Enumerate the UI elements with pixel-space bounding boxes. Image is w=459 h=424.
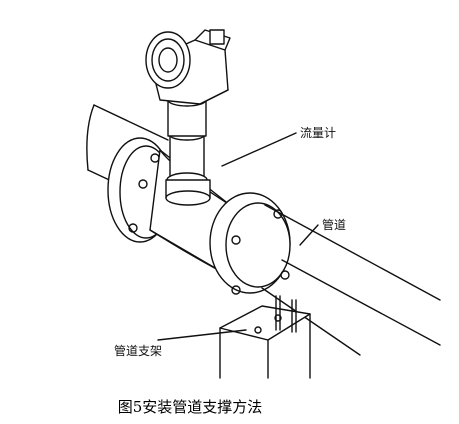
support-leader xyxy=(157,329,247,341)
figure-caption: 图5安装管道支撑方法 xyxy=(117,398,263,416)
pipe-support xyxy=(219,295,311,379)
right-flange xyxy=(209,192,291,295)
flowmeter-label: 流量计 xyxy=(300,126,337,140)
pipe-leader xyxy=(299,224,319,246)
transmitter-head xyxy=(145,29,231,105)
meter-neck xyxy=(165,93,211,206)
pipe-support-label: 管道支架 xyxy=(114,344,163,358)
downstream-pipe xyxy=(261,204,441,356)
pipe-label: 管道 xyxy=(322,218,347,232)
flowmeter-leader xyxy=(221,132,297,167)
